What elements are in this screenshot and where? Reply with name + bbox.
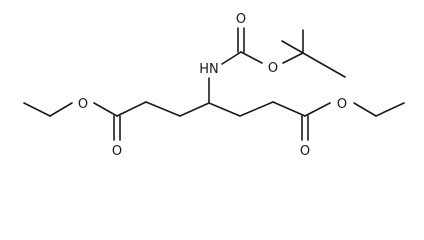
chemical-structure-diagram: HN O O O O O O — [23, 12, 405, 159]
main-chain — [116, 77, 306, 117]
atom-label-carbamate-carbonyl-o: O — [236, 12, 246, 27]
boc-group — [221, 27, 346, 78]
bond-carbamate-c-o-ether — [240, 51, 263, 64]
bond-left-c-o-ether — [93, 102, 118, 117]
bond-tert-c-methyl-right — [302, 52, 346, 78]
bond-center-right1 — [208, 102, 241, 117]
bond-left1-left2 — [145, 101, 181, 117]
bond-left-ch2-ch3 — [23, 102, 51, 117]
bond-right-ch2-ch3 — [375, 102, 405, 117]
bond-right-c-o-ether — [304, 102, 331, 117]
atom-label-carbamate-ether-o: O — [268, 61, 278, 76]
atom-label-left-ester-carbonyl-o: O — [112, 144, 122, 159]
bond-center-left1 — [179, 102, 210, 117]
bond-o-tert-c — [282, 52, 304, 64]
left-ester — [23, 102, 121, 141]
atom-label-right-ester-ether-o: O — [337, 97, 347, 112]
bond-n-carbamate-c — [221, 51, 242, 65]
bond-right-o-ch2 — [353, 102, 377, 117]
bond-tert-c-methyl-left — [281, 40, 304, 54]
bond-left2-left-carbonyl — [116, 101, 147, 117]
bond-right1-right2 — [239, 101, 274, 117]
atom-label-right-ester-carbonyl-o: O — [300, 144, 310, 159]
bond-left-o-ch2 — [49, 102, 73, 117]
right-ester — [301, 102, 405, 141]
atom-label-nh: HN — [199, 62, 219, 77]
atom-label-left-ester-ether-o: O — [78, 97, 88, 112]
bond-right2-right-carbonyl — [272, 101, 306, 117]
